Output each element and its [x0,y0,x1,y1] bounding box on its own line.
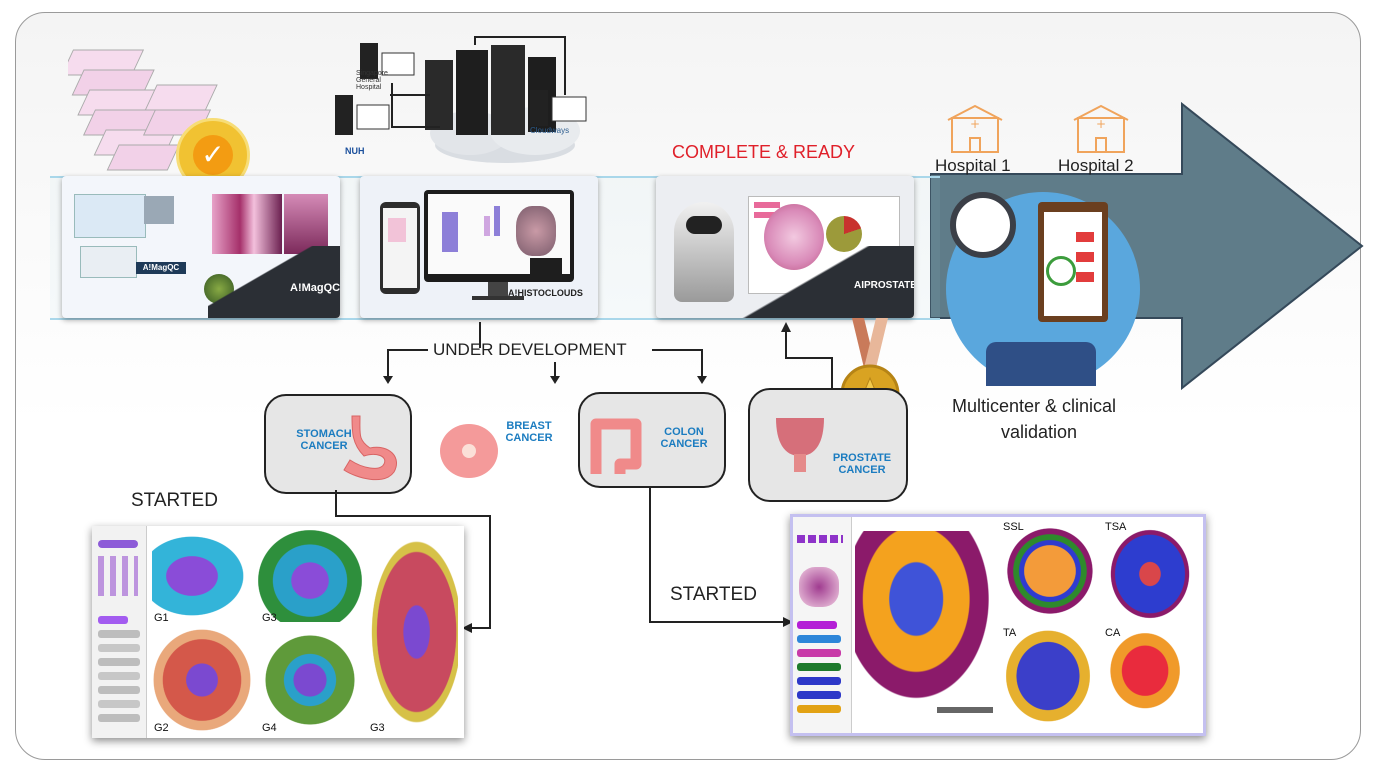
validation-label-line1: Multicenter & clinical [952,396,1117,416]
prostate-icon [776,418,824,472]
magqc-title: A!MagQC [290,282,340,294]
sgh-label: Singapore General Hospital [356,70,388,91]
stomach-line1: STOMACH [296,428,352,440]
colon-tile-ca-label: CA [1105,627,1121,639]
colon-tile-ssl-label: SSL [1003,521,1024,533]
started-right-label: STARTED [670,584,757,605]
stomach-tile-3-label: G2 [154,722,169,734]
aiprostate-card: AIPROSTATE [656,176,914,318]
stomach-started-connector [335,490,491,633]
svg-text:+: + [970,117,980,131]
nuh-label: NUH [345,146,365,156]
colon-line2: CANCER [660,438,708,450]
stomach-tile-5-label: G3 [370,722,385,734]
prostate-line1: PROSTATE [832,452,892,464]
prostate-cancer-box[interactable]: PROSTATE CANCER [748,388,908,502]
histoclouds-title: A!HISTOCLOUDS [508,288,583,298]
stomach-screenshot: G1 G3 G2 G4 G3 [92,526,464,738]
prostate-to-product-arrow [781,322,833,388]
svg-text:+: + [1096,117,1106,131]
started-left-label: STARTED [131,490,218,511]
slide-stack-icon [68,49,218,171]
breast-icon [440,424,498,478]
magqc-inner-title: A!MagQC [136,262,186,274]
under-development-label: UNDER DEVELOPMENT [433,340,627,359]
hospital-2-label: Hospital 2 [1058,156,1134,175]
colon-line1: COLON [664,426,704,438]
colon-tile-ta-label: TA [1003,627,1017,639]
complete-ready-label: COMPLETE & READY [672,142,856,162]
breast-line1: BREAST [506,420,552,432]
under-development-connectors [383,322,707,384]
colon-tile-tsa-label: TSA [1105,521,1127,533]
breast-cancer-box[interactable]: BREAST CANCER [438,418,558,482]
validation-illustration [946,192,1140,386]
stomach-tile-2-label: G3 [262,612,277,624]
hospital-2-icon: + [1073,104,1129,153]
prostate-line2: CANCER [838,464,886,476]
stomach-line2: CANCER [300,440,348,452]
cloud-network-icon [335,36,587,163]
stomach-tile-4-label: G4 [262,722,277,734]
colon-screenshot: SSL TSA TA CA [790,514,1206,736]
stomach-icon [343,415,397,481]
colon-cancer-box[interactable]: COLON CANCER [578,392,726,488]
cloudways-label: Cloudways [530,126,570,135]
aiprostate-title: AIPROSTATE [854,280,914,291]
hospital-1-icon: + [947,104,1003,153]
validation-label-line2: validation [1001,422,1078,442]
stomach-cancer-box[interactable]: STOMACH CANCER [264,394,412,494]
colon-started-connector [649,486,793,627]
stomach-tile-1-label: G1 [154,612,169,624]
breast-line2: CANCER [505,432,553,444]
magqc-card: A!MagQC A!MagQC [62,176,340,318]
hospital-1-label: Hospital 1 [935,156,1011,175]
colon-icon [590,418,642,474]
histoclouds-card: A!HISTOCLOUDS [360,176,598,318]
